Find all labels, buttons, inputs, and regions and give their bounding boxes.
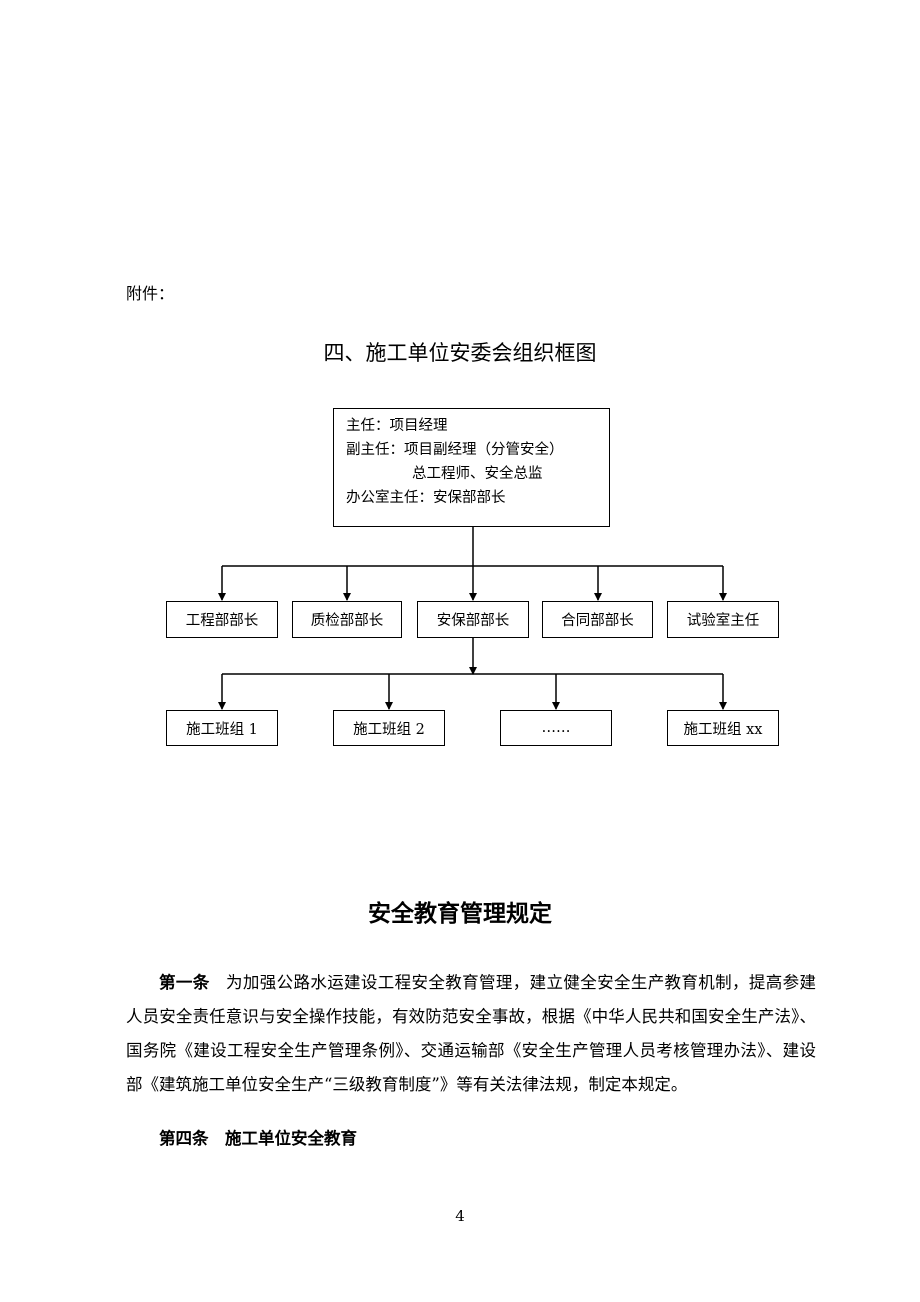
office-director-line: 办公室主任：安保部部长 <box>346 490 506 506</box>
deputy-director-line: 副主任：项目副经理（分管安全） <box>346 442 564 458</box>
org-chart-title: 四、施工单位安委会组织框图 <box>323 341 597 365</box>
dept-box-safety: 安保部部长 <box>417 601 529 638</box>
page-number: 4 <box>455 1207 465 1225</box>
regulation-title: 安全教育管理规定 <box>368 900 552 927</box>
team-box-1: 施工班组 1 <box>166 710 278 746</box>
dept-box-quality: 质检部部长 <box>292 601 402 638</box>
team-box-xx: 施工班组 xx <box>667 710 779 746</box>
committee-leadership-box: 主任：项目经理 副主任：项目副经理（分管安全） 总工程师、安全总监 办公室主任：… <box>333 408 610 527</box>
team-box-ellipsis: …… <box>500 710 612 746</box>
article-1-text: 为加强公路水运建设工程安全教育管理，建立健全安全生产教育机制，提高参建人员安全责… <box>126 973 817 1094</box>
team-box-2: 施工班组 2 <box>333 710 445 746</box>
dept-box-laboratory: 试验室主任 <box>667 601 779 638</box>
dept-box-engineering: 工程部部长 <box>166 601 278 638</box>
article-1-label: 第一条 <box>159 973 210 992</box>
director-line: 主任：项目经理 <box>346 418 448 434</box>
article-1-paragraph: 第一条为加强公路水运建设工程安全教育管理，建立健全安全生产教育机制，提高参建人员… <box>126 966 816 1102</box>
chief-engineer-line: 总工程师、安全总监 <box>412 466 543 482</box>
attachment-label: 附件： <box>126 284 175 303</box>
article-4-heading: 第四条 施工单位安全教育 <box>159 1129 357 1148</box>
dept-box-contract: 合同部部长 <box>542 601 653 638</box>
